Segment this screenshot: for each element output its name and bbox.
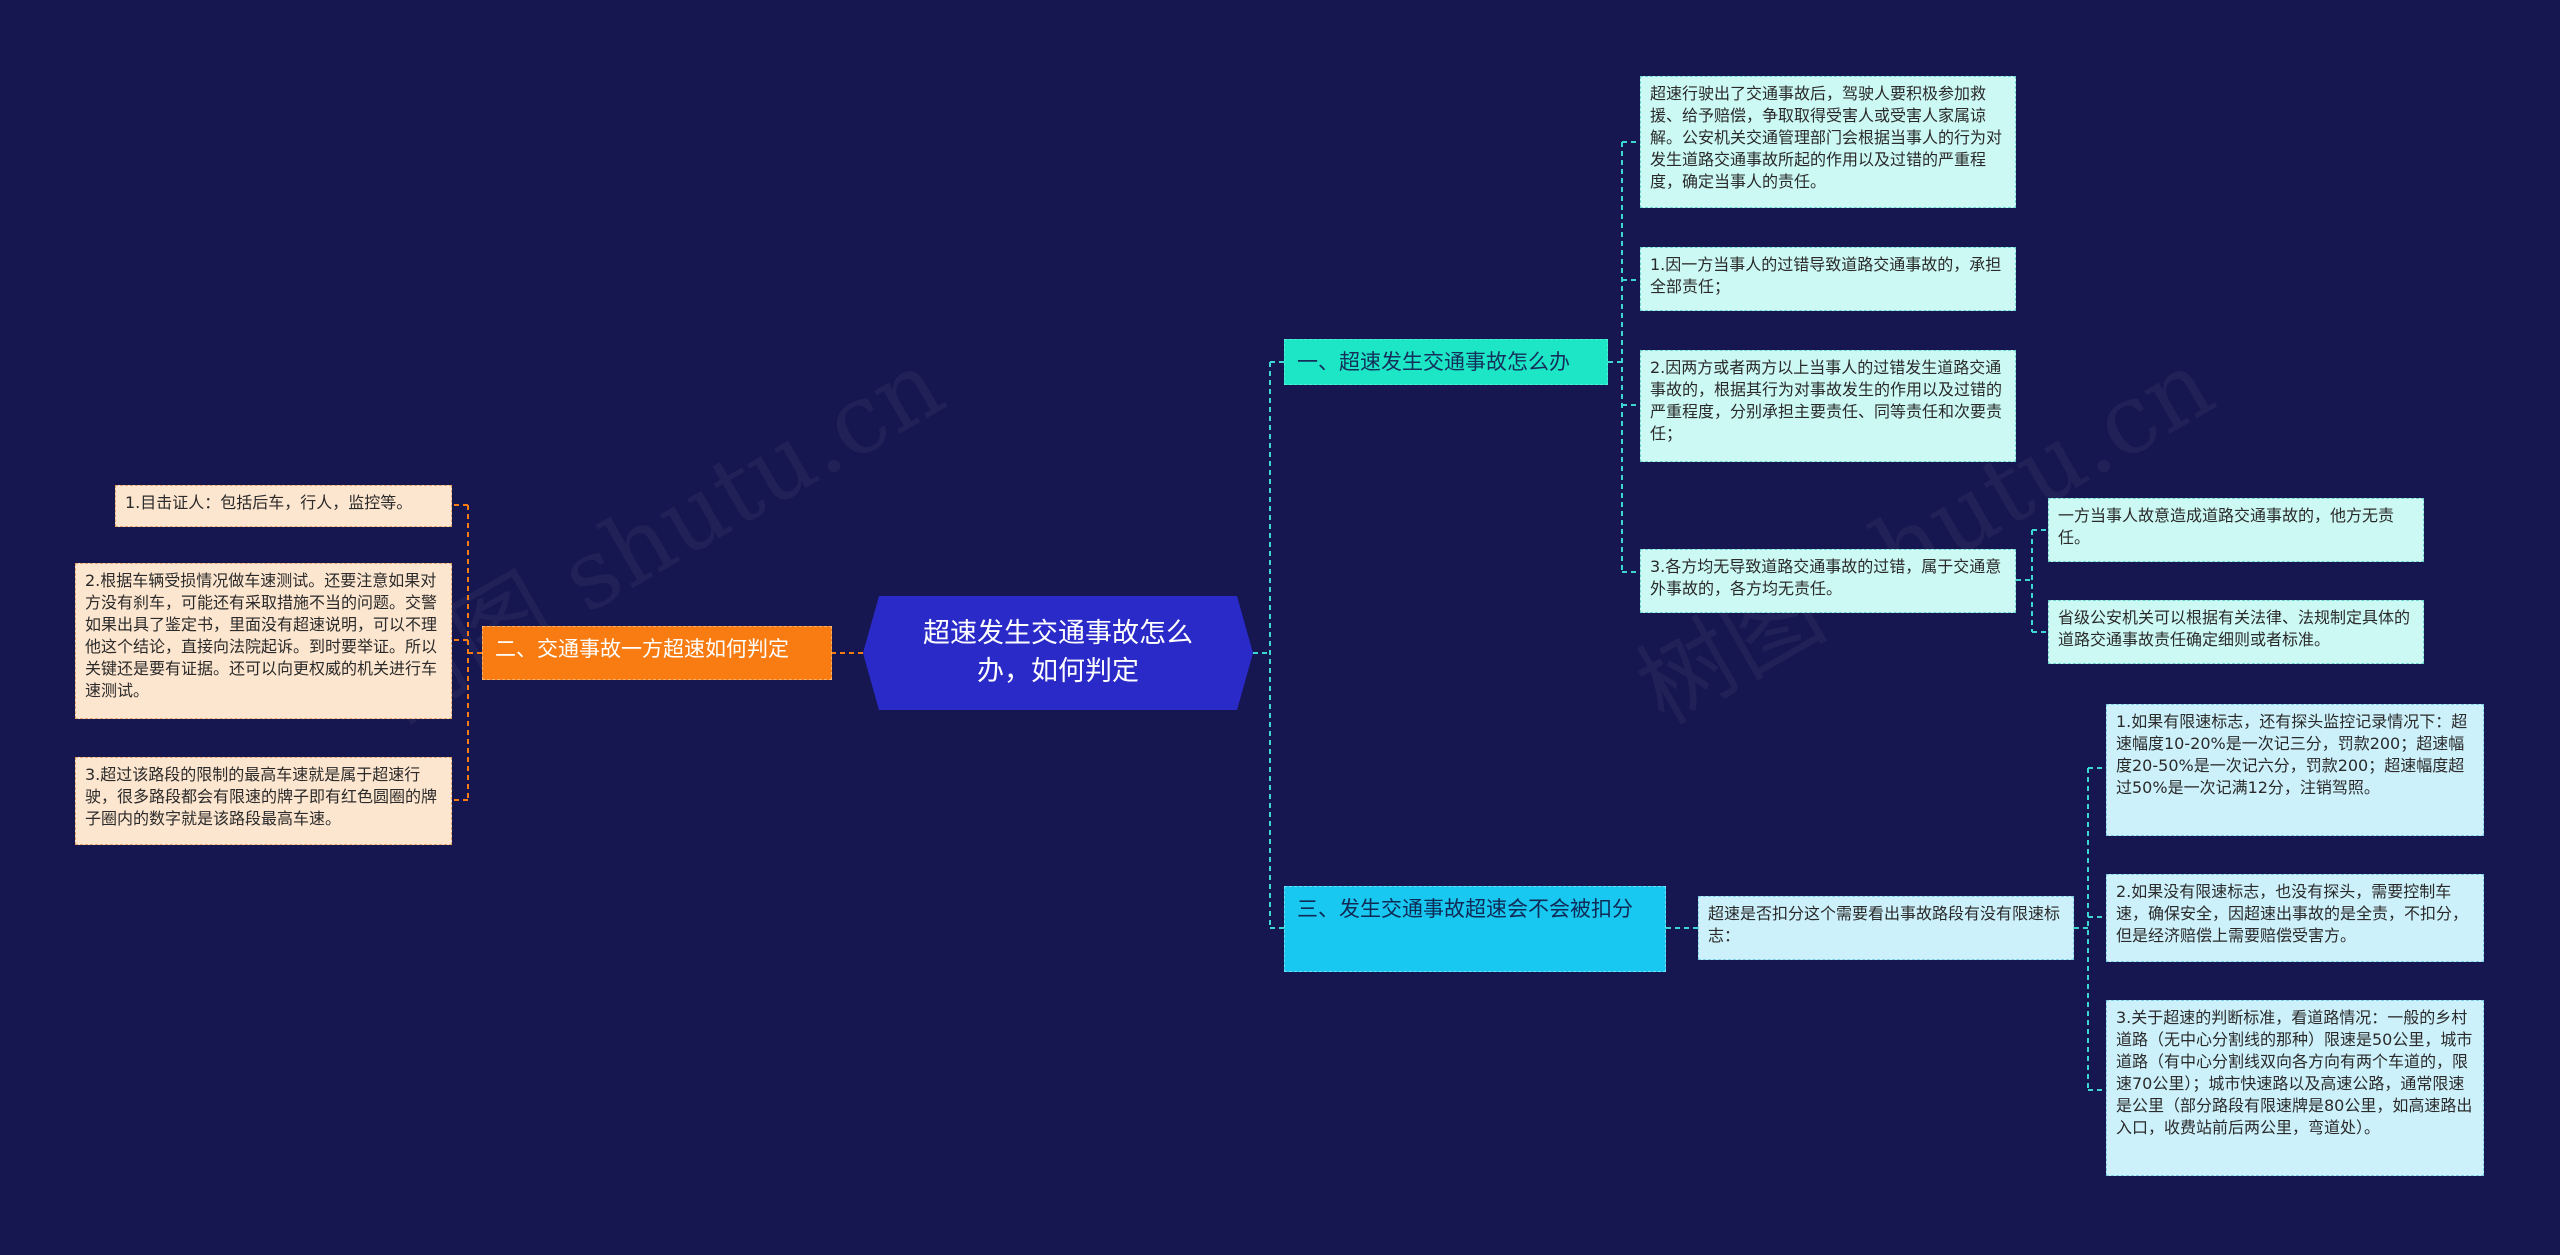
branch-2-topic[interactable]: 二、交通事故一方超速如何判定 <box>482 626 832 680</box>
b1-child-4-text: 3.各方均无导致道路交通事故的过错，属于交通意外事故的，各方均无责任。 <box>1650 557 2002 598</box>
b3-mid-sub-a[interactable]: 1.如果有限速标志，还有探头监控记录情况下：超速幅度10-20%是一次记三分，罚… <box>2106 704 2484 836</box>
root-label: 超速发生交通事故怎么办，如何判定 <box>923 618 1193 687</box>
b3-mid-sub-a-text: 1.如果有限速标志，还有探头监控记录情况下：超速幅度10-20%是一次记三分，罚… <box>2116 712 2468 797</box>
b3-mid-sub-c[interactable]: 3.关于超速的判断标准，看道路情况：一般的乡村道路（无中心分割线的那种）限速是5… <box>2106 1000 2484 1176</box>
b1-child-3-text: 2.因两方或者两方以上当事人的过错发生道路交通事故的，根据其行为对事故发生的作用… <box>1650 358 2003 443</box>
b2-child-3[interactable]: 3.超过该路段的限制的最高车速就是属于超速行驶，很多路段都会有限速的牌子即有红色… <box>75 757 452 845</box>
b2-child-1-text: 1.目击证人：包括后车，行人，监控等。 <box>125 493 413 512</box>
b3-mid-sub-b-text: 2.如果没有限速标志，也没有探头，需要控制车速，确保安全，因超速出事故的是全责，… <box>2116 882 2469 945</box>
b3-mid-node[interactable]: 超速是否扣分这个需要看出事故路段有没有限速标志： <box>1698 896 2074 960</box>
b2-child-3-text: 3.超过该路段的限制的最高车速就是属于超速行驶，很多路段都会有限速的牌子即有红色… <box>85 765 438 828</box>
branch-1-label: 一、超速发生交通事故怎么办 <box>1297 350 1570 374</box>
b3-mid-sub-c-text: 3.关于超速的判断标准，看道路情况：一般的乡村道路（无中心分割线的那种）限速是5… <box>2116 1008 2473 1137</box>
root-topic[interactable]: 超速发生交通事故怎么办，如何判定 <box>863 596 1253 710</box>
b1-child-4-sub-a-text: 一方当事人故意造成道路交通事故的，他方无责任。 <box>2058 506 2395 547</box>
b1-child-4-sub-b-text: 省级公安机关可以根据有关法律、法规制定具体的道路交通事故责任确定细则或者标准。 <box>2058 608 2411 649</box>
b2-child-1[interactable]: 1.目击证人：包括后车，行人，监控等。 <box>115 485 452 527</box>
branch-3-label: 三、发生交通事故超速会不会被扣分 <box>1297 897 1633 921</box>
b1-child-3[interactable]: 2.因两方或者两方以上当事人的过错发生道路交通事故的，根据其行为对事故发生的作用… <box>1640 350 2016 462</box>
b1-child-1[interactable]: 超速行驶出了交通事故后，驾驶人要积极参加救援、给予赔偿，争取取得受害人或受害人家… <box>1640 76 2016 208</box>
b1-child-1-text: 超速行驶出了交通事故后，驾驶人要积极参加救援、给予赔偿，争取取得受害人或受害人家… <box>1650 84 2003 191</box>
b2-child-2-text: 2.根据车辆受损情况做车速测试。还要注意如果对方没有刹车，可能还有采取措施不当的… <box>85 571 438 700</box>
b1-child-2-text: 1.因一方当事人的过错导致道路交通事故的，承担全部责任； <box>1650 255 2002 296</box>
b2-child-2[interactable]: 2.根据车辆受损情况做车速测试。还要注意如果对方没有刹车，可能还有采取措施不当的… <box>75 563 452 719</box>
b1-child-2[interactable]: 1.因一方当事人的过错导致道路交通事故的，承担全部责任； <box>1640 247 2016 311</box>
branch-3-topic[interactable]: 三、发生交通事故超速会不会被扣分 <box>1284 886 1666 972</box>
root-hexagon-shape <box>863 596 1253 710</box>
b1-child-4-sub-a[interactable]: 一方当事人故意造成道路交通事故的，他方无责任。 <box>2048 498 2424 562</box>
branch-1-topic[interactable]: 一、超速发生交通事故怎么办 <box>1284 339 1608 385</box>
b1-child-4-sub-b[interactable]: 省级公安机关可以根据有关法律、法规制定具体的道路交通事故责任确定细则或者标准。 <box>2048 600 2424 664</box>
b3-mid-text: 超速是否扣分这个需要看出事故路段有没有限速标志： <box>1708 904 2061 945</box>
b1-child-4[interactable]: 3.各方均无导致道路交通事故的过错，属于交通意外事故的，各方均无责任。 <box>1640 549 2016 613</box>
branch-2-label: 二、交通事故一方超速如何判定 <box>495 637 789 661</box>
b3-mid-sub-b[interactable]: 2.如果没有限速标志，也没有探头，需要控制车速，确保安全，因超速出事故的是全责，… <box>2106 874 2484 962</box>
